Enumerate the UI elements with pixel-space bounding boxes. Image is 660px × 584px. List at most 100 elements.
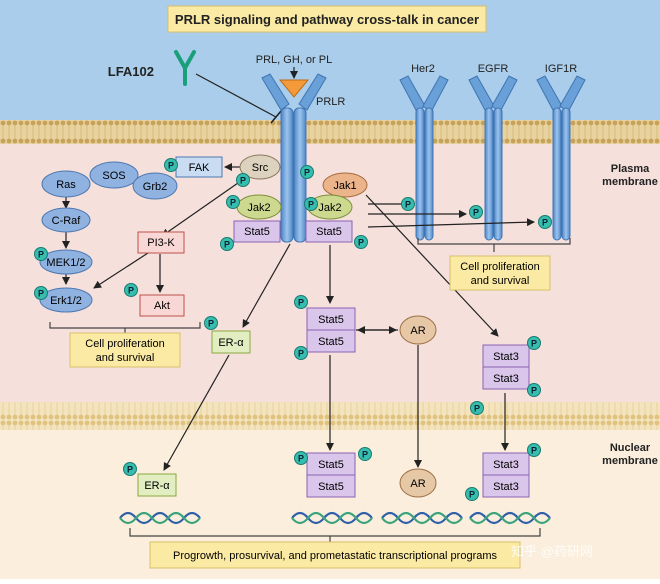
phosphate-badge-icon: P <box>294 451 308 465</box>
mek-label: MEK1/2 <box>46 257 85 269</box>
title-box: PRLR signaling and pathway cross-talk in… <box>167 5 487 33</box>
left-outcome-line1: Cell proliferation <box>85 338 164 350</box>
svg-text:P: P <box>531 446 537 456</box>
phosphate-badge-icon: P <box>469 205 483 219</box>
dna-helix-icons <box>119 511 551 525</box>
svg-text:P: P <box>304 168 310 178</box>
grb2-node <box>132 172 178 200</box>
erk-node <box>39 287 93 313</box>
stat3-cyto-top-label: Stat3 <box>493 351 519 363</box>
phosphate-badge-icon: P <box>527 443 541 457</box>
dna-helix-3-icon <box>381 511 463 525</box>
dna-helix-1-icon <box>119 511 201 525</box>
stat5-left-box <box>233 220 281 243</box>
phosphate-badge-icon: P <box>538 215 552 229</box>
svg-text:P: P <box>531 339 537 349</box>
svg-text:P: P <box>469 490 475 500</box>
ar-cyto-node <box>399 315 437 345</box>
svg-text:P: P <box>362 450 368 460</box>
egfr-receptor <box>468 75 518 241</box>
phosphate-badge-icon: P <box>527 336 541 350</box>
bottom-outcome-box: Progrowth, prosurvival, and prometastati… <box>149 541 521 569</box>
dna-helix-2-icon <box>291 511 373 525</box>
plasma-membrane-label-2: membrane <box>602 176 658 188</box>
stat5-cyto-top-label: Stat5 <box>318 314 344 326</box>
svg-text:P: P <box>38 250 44 260</box>
stat5-nuc-top-label: Stat5 <box>318 459 344 471</box>
phosphate-badge-icon: P <box>354 235 368 249</box>
drug-label: LFA102 <box>108 64 154 79</box>
plasma-membrane-label-1: Plasma <box>611 163 650 175</box>
phosphate-badge-icon: P <box>164 158 178 172</box>
akt-label: Akt <box>154 300 170 312</box>
phosphate-badge-icon: P <box>358 447 372 461</box>
er-alpha-nuc-label: ER-α <box>144 480 170 492</box>
er-alpha-cyto-box <box>211 330 251 354</box>
phosphate-badge-icon: P <box>465 487 479 501</box>
ligand-triangle <box>278 79 310 98</box>
stat5-left-label: Stat5 <box>244 226 270 238</box>
inhibition-line <box>195 73 277 118</box>
ras-label: Ras <box>56 179 76 191</box>
svg-text:P: P <box>298 454 304 464</box>
right-outcome-box: Cell proliferation and survival <box>449 255 551 291</box>
erk-label: Erk1/2 <box>50 295 82 307</box>
svg-text:P: P <box>405 200 411 210</box>
phosphate-badge-icon: P <box>236 173 250 187</box>
svg-text:P: P <box>358 238 364 248</box>
phosphate-badge-icon: P <box>401 197 415 211</box>
mek-node <box>39 249 93 275</box>
svg-text:P: P <box>38 289 44 299</box>
svg-text:P: P <box>208 319 214 329</box>
phosphate-badge-icon: P <box>294 346 308 360</box>
stat3-nuc-top-label: Stat3 <box>493 459 519 471</box>
phosphate-badge-icon: P <box>294 295 308 309</box>
ar-nuc-label: AR <box>410 478 425 490</box>
stat5-nuc-bottom <box>306 474 356 498</box>
stat5-cyto-bottom-label: Stat5 <box>318 336 344 348</box>
craf-node <box>41 207 91 233</box>
svg-text:P: P <box>298 298 304 308</box>
grb2-label: Grb2 <box>143 181 167 193</box>
phosphate-badge-icon: P <box>34 286 48 300</box>
her2-receptor <box>399 75 449 241</box>
svg-text:P: P <box>298 349 304 359</box>
pi3k-label: PI3-K <box>147 237 175 249</box>
sos-label: SOS <box>102 170 125 182</box>
src-node <box>239 154 281 180</box>
stat5-cyto-bottom <box>306 329 356 353</box>
phosphate-badge-icon: P <box>123 462 137 476</box>
stat5-nuc-bottom-label: Stat5 <box>318 481 344 493</box>
svg-text:P: P <box>230 198 236 208</box>
jak1-label: Jak1 <box>333 180 356 192</box>
phosphate-badge-icon: P <box>226 195 240 209</box>
dna-helix-4-icon <box>469 511 551 525</box>
egfr-label: EGFR <box>478 63 509 75</box>
pi3k-box <box>137 231 185 254</box>
phosphate-badge-icon: P <box>304 197 318 211</box>
svg-text:P: P <box>473 208 479 218</box>
sos-node <box>89 161 139 189</box>
svg-text:P: P <box>168 161 174 171</box>
diagram-title: PRLR signaling and pathway cross-talk in… <box>175 12 479 27</box>
fak-label: FAK <box>189 162 210 174</box>
stat5-right-box <box>305 220 353 243</box>
svg-text:P: P <box>542 218 548 228</box>
phosphate-badge-icon: P <box>124 283 138 297</box>
phosphate-badge-icon: P <box>204 316 218 330</box>
phosphate-badge-icon: P <box>34 247 48 261</box>
her2-label: Her2 <box>411 63 435 75</box>
stat3-nuc-bottom <box>482 474 530 498</box>
svg-text:P: P <box>308 200 314 210</box>
right-outcome-line1: Cell proliferation <box>460 261 539 273</box>
stat3-cyto-bottom <box>482 366 530 390</box>
bottom-outcome-text: Progrowth, prosurvival, and prometastati… <box>173 550 498 562</box>
lfa102-antibody-icon <box>174 50 196 86</box>
jak2-right-label: Jak2 <box>318 202 341 214</box>
plasma-membrane <box>0 120 660 144</box>
svg-text:P: P <box>128 286 134 296</box>
stat5-right-label: Stat5 <box>316 226 342 238</box>
akt-box <box>139 294 185 317</box>
